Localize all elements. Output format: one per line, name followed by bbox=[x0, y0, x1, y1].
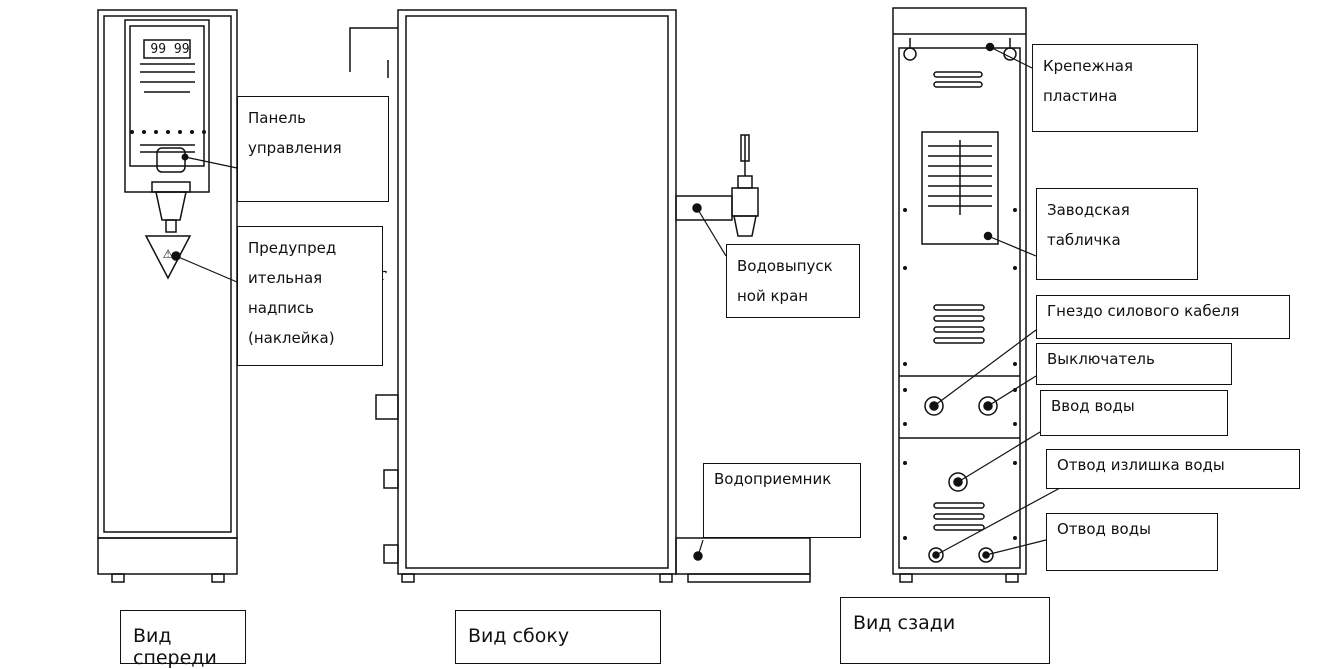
callout-switch: Выключатель bbox=[1036, 343, 1232, 385]
front-view-drawing bbox=[97, 9, 238, 583]
callout-mounting-plate: Крепежная пластина bbox=[1032, 44, 1198, 132]
leader-lines bbox=[175, 46, 1061, 557]
callout-overflow: Отвод излишка воды bbox=[1046, 449, 1300, 489]
side-view-drawing bbox=[349, 9, 811, 583]
callout-control-panel: Панель управления bbox=[237, 96, 389, 202]
caption-side-view: Вид сбоку bbox=[455, 610, 661, 664]
caption-back-view: Вид сзади bbox=[840, 597, 1050, 664]
callout-water-inlet: Ввод воды bbox=[1040, 390, 1228, 436]
callout-drip-tray: Водоприемник bbox=[703, 463, 861, 538]
display-digits: 99 99 bbox=[150, 42, 189, 57]
caption-front-view: Вид спереди bbox=[120, 610, 246, 669]
callout-faucet: Водовыпуск ной кран bbox=[726, 244, 860, 318]
callout-nameplate: Заводская табличка bbox=[1036, 188, 1198, 280]
warning-sign-icon: ⚠ bbox=[163, 247, 174, 261]
callout-drain: Отвод воды bbox=[1046, 513, 1218, 571]
callout-warning-label: Предупред ительная надпись (наклейка) bbox=[237, 226, 383, 366]
back-view-drawing bbox=[892, 7, 1027, 583]
callout-power-socket: Гнездо силового кабеля bbox=[1036, 295, 1290, 339]
